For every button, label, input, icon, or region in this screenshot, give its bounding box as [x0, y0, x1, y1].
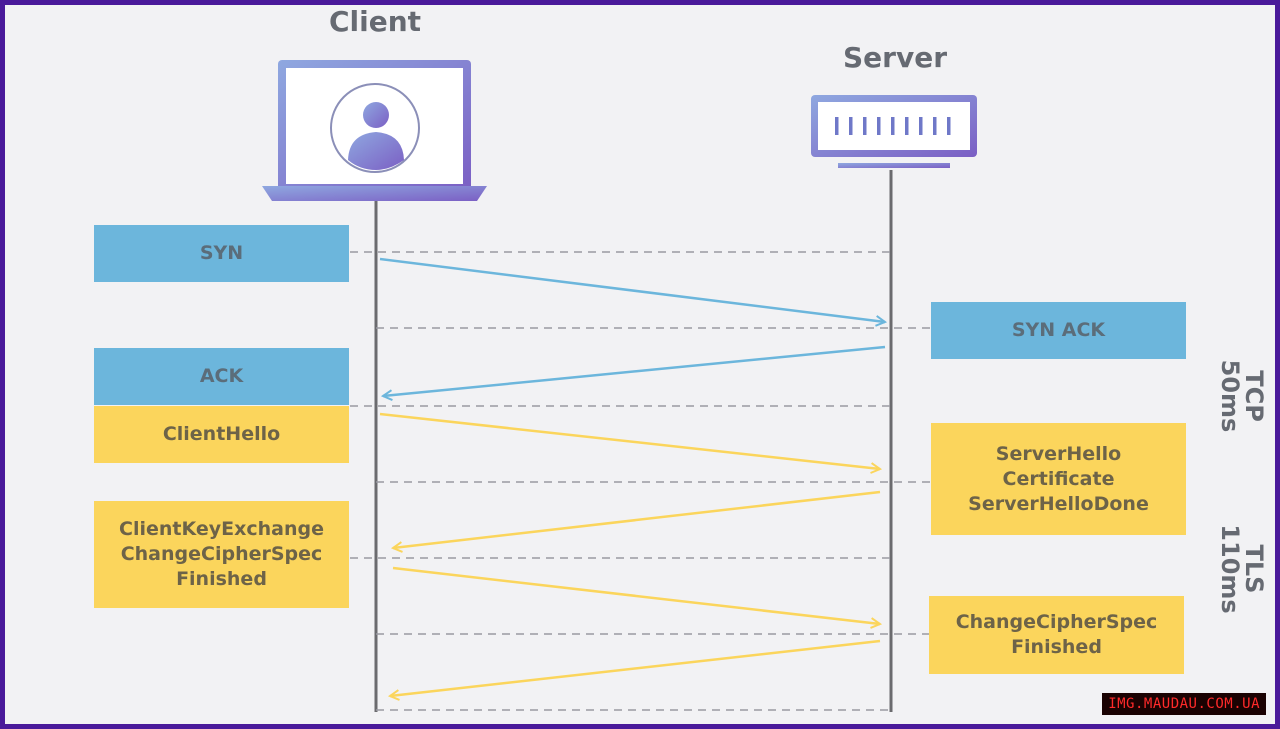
server-change-cipher-label: ChangeCipherSpec Finished: [955, 611, 1158, 658]
syn-box: SYN: [94, 225, 349, 282]
laptop-icon: [262, 60, 487, 201]
arrow-syn-ack: [383, 345, 886, 396]
arrow-client-key-exchange: [392, 566, 880, 624]
client-key-exchange-label: ClientKeyExchange ChangeCipherSpec Finis…: [119, 518, 324, 590]
server-hello-label: ServerHello Certificate ServerHelloDone: [968, 442, 1149, 515]
watermark: IMG.MAUDAU.COM.UA: [1102, 693, 1266, 715]
arrow-server-hello: [393, 490, 881, 548]
arrow-client-hello: [379, 412, 880, 469]
server-label: Server: [842, 41, 947, 74]
client-hello-box: ClientHello: [94, 406, 349, 463]
server-icon: [811, 95, 977, 168]
arrow-syn: [379, 257, 885, 322]
tls-phase-label: TLS 110ms: [1216, 524, 1268, 614]
syn-label: SYN: [199, 242, 244, 264]
server-change-cipher-box: ChangeCipherSpec Finished: [929, 596, 1184, 674]
client-label: Client: [328, 5, 422, 38]
syn-ack-label: SYN ACK: [1011, 319, 1106, 341]
client-key-exchange-box: ClientKeyExchange ChangeCipherSpec Finis…: [94, 501, 349, 608]
arrow-server-change-cipher: [390, 639, 881, 696]
syn-ack-box: SYN ACK: [931, 302, 1186, 359]
ack-box: ACK: [94, 348, 349, 405]
tcp-phase-label: TCP 50ms: [1216, 359, 1268, 433]
client-hello-label: ClientHello: [162, 423, 281, 445]
server-hello-box: ServerHello Certificate ServerHelloDone: [931, 423, 1186, 535]
timing-dashed-lines: [350, 251, 931, 711]
ack-label: ACK: [199, 365, 244, 387]
